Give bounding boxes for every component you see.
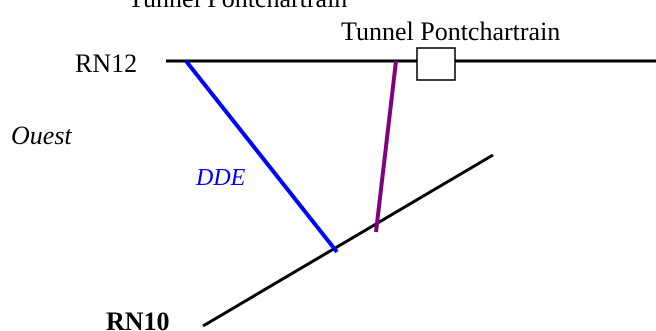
dde-label: DDE [195,165,246,191]
purple-link [374,60,398,233]
rn12-label: RN12 [75,49,137,78]
tunnel-label: Tunnel Pontchartrain [341,17,560,46]
ouest-label: Ouest [11,121,72,150]
dde-link [184,59,339,254]
rn10-road [202,153,494,328]
rn10-label: RN10 [106,307,170,331]
tunnel-box [416,47,456,81]
top-clipped-text: Tunnel Pontchartrain [128,0,347,13]
